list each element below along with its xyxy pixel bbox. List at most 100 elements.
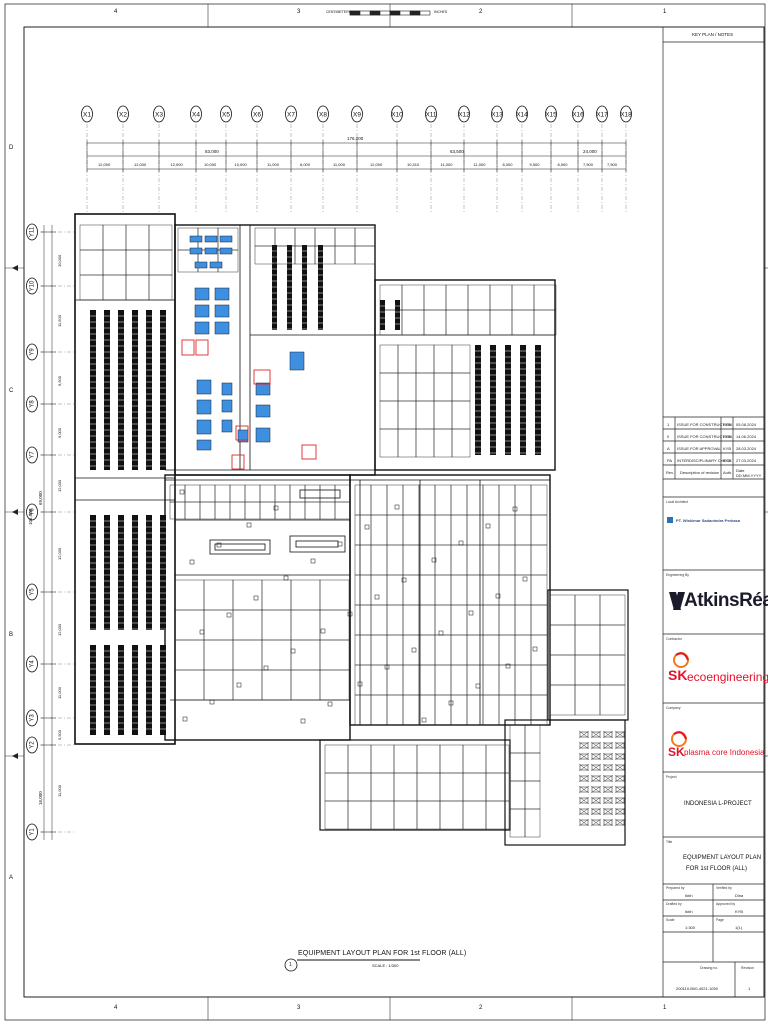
grid-label-x: X12 <box>458 112 470 119</box>
grid-bubble-x <box>516 105 528 123</box>
room <box>203 579 234 611</box>
room <box>418 694 436 726</box>
dim-vspan: 12,000 <box>57 547 62 560</box>
equipment <box>289 351 305 371</box>
room <box>386 574 404 606</box>
room <box>482 604 500 636</box>
room <box>530 634 548 666</box>
dim-vspan: 9,500 <box>57 375 62 386</box>
room <box>174 579 205 611</box>
room <box>169 484 186 503</box>
room <box>450 634 468 666</box>
room <box>415 428 435 458</box>
room <box>509 724 526 754</box>
room <box>148 249 173 276</box>
grid-bubble-y <box>26 446 38 464</box>
grid-label-y: Y2 <box>30 741 36 749</box>
room <box>514 664 532 696</box>
rack <box>395 300 400 330</box>
room <box>451 372 471 402</box>
dim-vspan: 11,000 <box>57 784 62 797</box>
rack <box>535 345 541 455</box>
room <box>485 800 510 830</box>
room <box>244 501 261 520</box>
dim-sub-right: 24,000 <box>583 149 597 154</box>
room <box>467 309 491 336</box>
room <box>462 772 487 802</box>
room <box>347 800 372 830</box>
dim-sub-height-upper: 69,000 <box>38 491 43 505</box>
grid-bubble-x <box>545 105 557 123</box>
room <box>261 669 292 701</box>
equipment-highlight <box>181 339 317 470</box>
company-logo-text: plasma core Indonesia <box>684 748 765 757</box>
grid-label-x: X14 <box>516 112 528 119</box>
room <box>549 654 576 686</box>
room <box>274 484 291 503</box>
room <box>232 609 263 641</box>
row-letter-a: A <box>9 875 14 881</box>
room <box>370 772 395 802</box>
rack <box>160 515 166 630</box>
grid-bubble-y <box>26 583 38 601</box>
drawing-no-label: Drawing no. <box>700 966 719 970</box>
revision-desc: ISSUE FOR CONSTRUCTION <box>677 422 732 427</box>
room <box>174 669 205 701</box>
room <box>451 400 471 430</box>
local-architect-label: Local Architect <box>666 500 689 504</box>
dim-sub-mid: 63,500 <box>450 149 464 154</box>
grid-bubble-x <box>572 105 584 123</box>
grid-label-x: X7 <box>287 112 295 119</box>
grid-label-y: Y6 <box>30 508 36 516</box>
room <box>509 752 526 782</box>
company-logo-sk: SK <box>668 745 685 759</box>
rev-header-by: Auth. <box>723 470 733 475</box>
dim-span: 11,000 <box>333 162 345 167</box>
room <box>203 639 234 671</box>
col-number-4-bottom: 4 <box>114 1005 118 1011</box>
room <box>214 484 231 503</box>
rack <box>104 645 110 735</box>
col-number-1-bottom: 1 <box>663 1005 667 1011</box>
room <box>290 639 321 671</box>
room <box>416 744 441 774</box>
room <box>467 284 491 311</box>
room <box>451 344 471 374</box>
drawing-title-mark <box>284 958 420 972</box>
room <box>397 344 417 374</box>
grid-bubble-x <box>251 105 263 123</box>
room <box>445 309 469 336</box>
revision-desc: ISSUE FOR CONSTRUCTION <box>677 434 732 439</box>
dim-sub-left: 83,000 <box>205 149 219 154</box>
dim-span: 11,000 <box>267 162 279 167</box>
room <box>514 484 532 516</box>
room <box>418 634 436 666</box>
rack <box>475 345 481 455</box>
revision-by: KYB <box>723 458 732 463</box>
drawing-title: EQUIPMENT LAYOUT PLAN FOR 1st FLOOR (ALL… <box>298 950 467 957</box>
grid-label-x: X9 <box>353 112 361 119</box>
dim-vspan: 11,000 <box>57 687 62 699</box>
scale-value: 1:300 <box>685 925 696 930</box>
room <box>125 224 150 251</box>
verified-value: Dina <box>735 893 744 898</box>
room <box>379 344 399 374</box>
rack <box>505 345 511 455</box>
room <box>415 344 435 374</box>
rack <box>160 310 166 470</box>
rack <box>90 310 96 470</box>
room <box>347 772 372 802</box>
col-number-4-top: 4 <box>114 9 118 15</box>
room <box>232 669 263 701</box>
dim-span: 12,000 <box>170 162 183 167</box>
grid-label-y: Y10 <box>30 280 36 291</box>
room-partitions <box>79 224 626 838</box>
grid-label-x: X8 <box>319 112 327 119</box>
room <box>174 639 205 671</box>
row-letter-d: D <box>9 145 14 151</box>
room <box>498 634 516 666</box>
room <box>401 309 425 336</box>
drawing-scale: SCALE : 1/300 <box>372 963 399 968</box>
